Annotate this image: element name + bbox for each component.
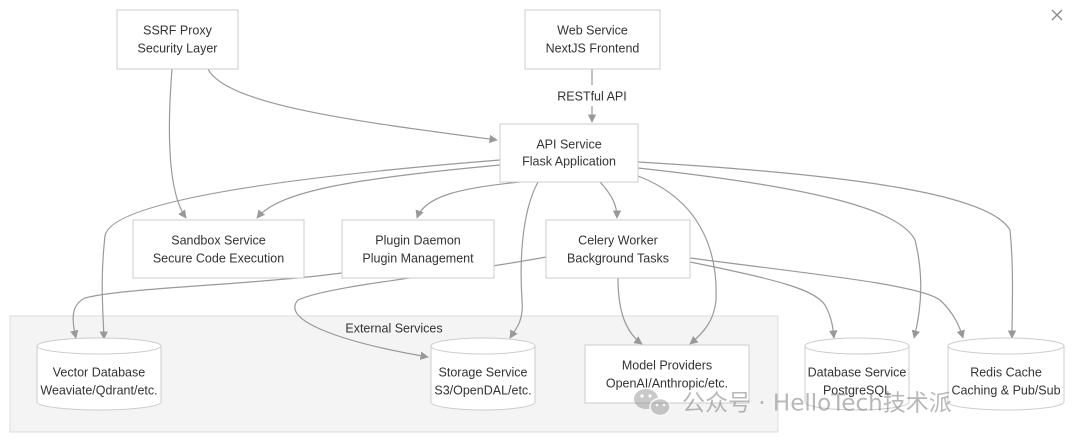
wechat-icon: [634, 389, 671, 417]
node-plugin-daemon-subtitle: Plugin Management: [362, 251, 474, 265]
edge-api-to-database: [637, 167, 922, 339]
cluster-title: External Services: [345, 321, 442, 335]
node-database-service[interactable]: Database Service PostgreSQL: [804, 337, 910, 411]
node-web-service-title: Web Service: [557, 23, 628, 37]
node-vector-database[interactable]: Vector Database Weaviate/Qdrant/etc.: [36, 337, 162, 411]
node-model-providers-subtitle: OpenAI/Anthropic/etc.: [606, 376, 728, 390]
node-vector-database-subtitle: Weaviate/Qdrant/etc.: [40, 383, 157, 397]
node-storage-service-title: Storage Service: [439, 365, 528, 379]
node-sandbox-service-title: Sandbox Service: [171, 233, 266, 247]
edge-api-to-vector: [99, 159, 501, 340]
node-redis-cache-title: Redis Cache: [970, 365, 1042, 379]
node-database-service-subtitle: PostgreSQL: [823, 383, 891, 397]
node-web-service-subtitle: NextJS Frontend: [546, 41, 640, 55]
watermark: 公众号 · HelloTech技术派: [634, 389, 952, 417]
node-api-service-title: API Service: [536, 137, 601, 151]
node-api-service[interactable]: API Service Flask Application: [499, 123, 639, 183]
edge-api-to-model: [637, 175, 717, 345]
edge-ssrf-to-api: [207, 68, 498, 144]
edge-label-text: RESTful API: [557, 89, 626, 103]
node-api-service-subtitle: Flask Application: [522, 154, 616, 168]
node-plugin-daemon[interactable]: Plugin Daemon Plugin Management: [341, 219, 495, 279]
node-web-service[interactable]: Web Service NextJS Frontend: [524, 9, 661, 70]
edge-api-to-plugin: [415, 181, 521, 219]
edge-api-to-celery: [599, 181, 622, 219]
node-model-providers-title: Model Providers: [622, 358, 712, 372]
edge-api-to-sandbox: [256, 164, 501, 219]
node-redis-cache[interactable]: Redis Cache Caching & Pub/Sub: [947, 337, 1065, 411]
edge-ssrf-to-sandbox: [168, 68, 187, 219]
node-ssrf-proxy-title: SSRF Proxy: [143, 23, 213, 37]
node-celery-worker-subtitle: Background Tasks: [567, 251, 669, 265]
node-storage-service[interactable]: Storage Service S3/OpenDAL/etc.: [430, 337, 536, 411]
node-sandbox-service-subtitle: Secure Code Execution: [153, 251, 284, 265]
edge-api-to-redis: [637, 161, 1017, 339]
watermark-text: 公众号 · HelloTech技术派: [682, 391, 952, 417]
close-icon[interactable]: [1046, 4, 1068, 26]
node-redis-cache-subtitle: Caching & Pub/Sub: [951, 383, 1060, 397]
node-plugin-daemon-title: Plugin Daemon: [375, 233, 461, 247]
node-sandbox-service[interactable]: Sandbox Service Secure Code Execution: [132, 219, 305, 279]
edge-celery-to-model: [617, 277, 643, 345]
node-ssrf-proxy-subtitle: Security Layer: [138, 41, 218, 55]
node-database-service-title: Database Service: [808, 365, 907, 379]
node-model-providers[interactable]: Model Providers OpenAI/Anthropic/etc.: [584, 344, 750, 404]
node-storage-service-subtitle: S3/OpenDAL/etc.: [434, 383, 531, 397]
edge-label-restful-api: RESTful API: [556, 86, 628, 106]
edge-celery-to-database: [689, 261, 838, 339]
node-celery-worker[interactable]: Celery Worker Background Tasks: [545, 219, 691, 279]
edge-celery-to-redis: [689, 257, 965, 339]
node-ssrf-proxy[interactable]: SSRF Proxy Security Layer: [116, 9, 239, 70]
node-vector-database-title: Vector Database: [53, 365, 145, 379]
edges: [70, 68, 1017, 360]
node-celery-worker-title: Celery Worker: [578, 233, 658, 247]
edge-plugin-to-vector: [70, 272, 343, 339]
edge-api-to-storage: [509, 181, 539, 339]
edge-label-background: [556, 86, 628, 106]
